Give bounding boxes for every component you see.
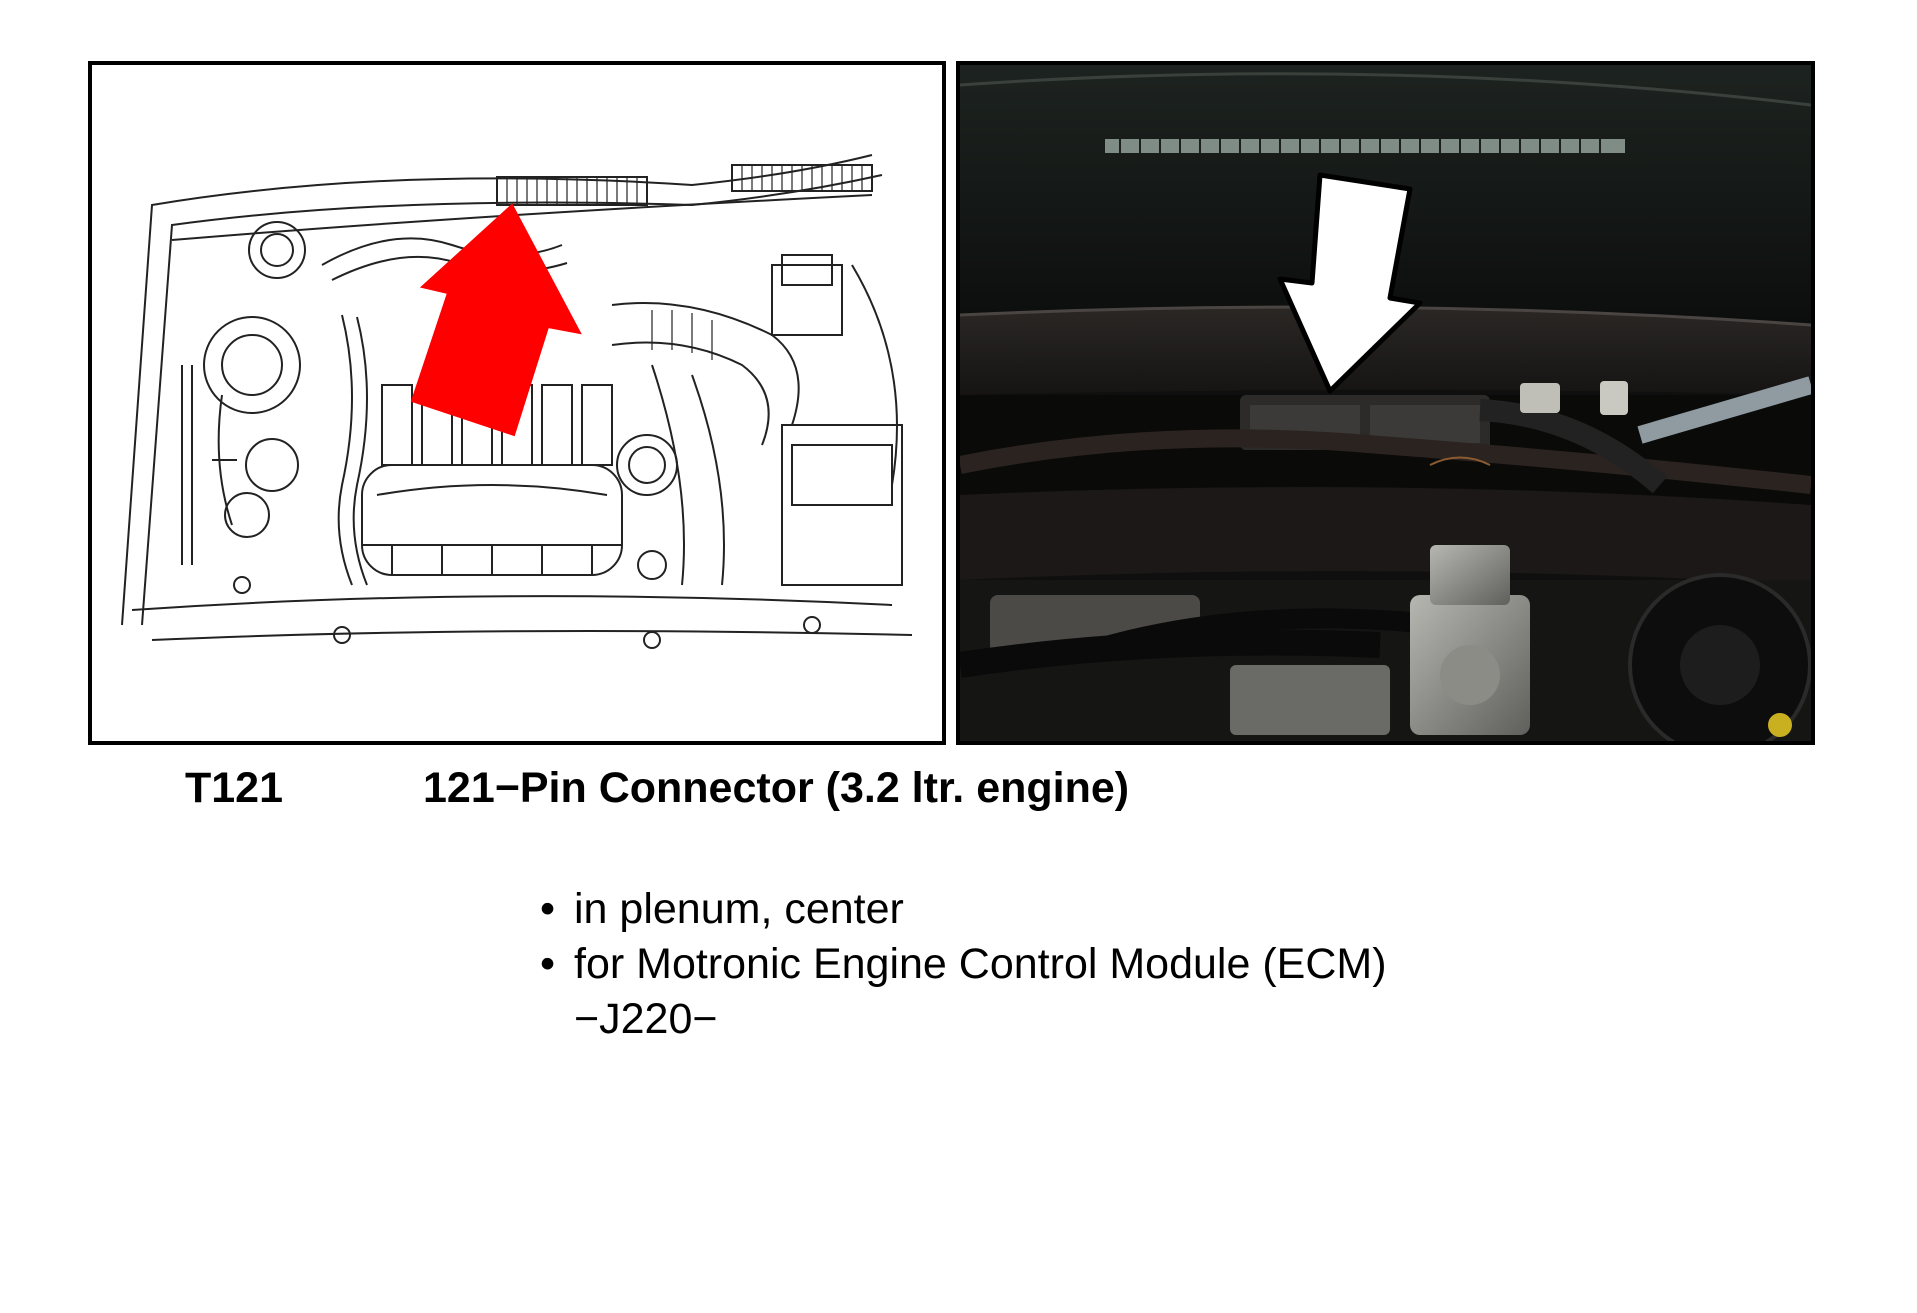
bullet-icon: • [540,940,556,988]
bullet-icon: • [540,885,556,933]
plenum-photo [960,65,1811,741]
note-item: • for Motronic Engine Control Module (EC… [540,937,1740,992]
red-arrow-shape [410,203,582,437]
plenum-photo-panel [956,61,1815,745]
engine-line-drawing [121,154,913,649]
engine-diagram-panel [88,61,946,745]
note-text: for Motronic Engine Control Module (ECM) [574,940,1387,988]
note-item: • in plenum, center [540,882,1740,937]
component-id: −J220− [574,995,718,1043]
note-text: in plenum, center [574,885,904,933]
connector-code: T121 [185,764,284,812]
location-notes: • in plenum, center • for Motronic Engin… [540,882,1740,1047]
white-arrow-shape [1277,172,1423,394]
connector-title: 121−Pin Connector (3.2 ltr. engine) [423,764,1130,812]
caption-row: T121 121−Pin Connector (3.2 ltr. engine) [0,760,1917,820]
